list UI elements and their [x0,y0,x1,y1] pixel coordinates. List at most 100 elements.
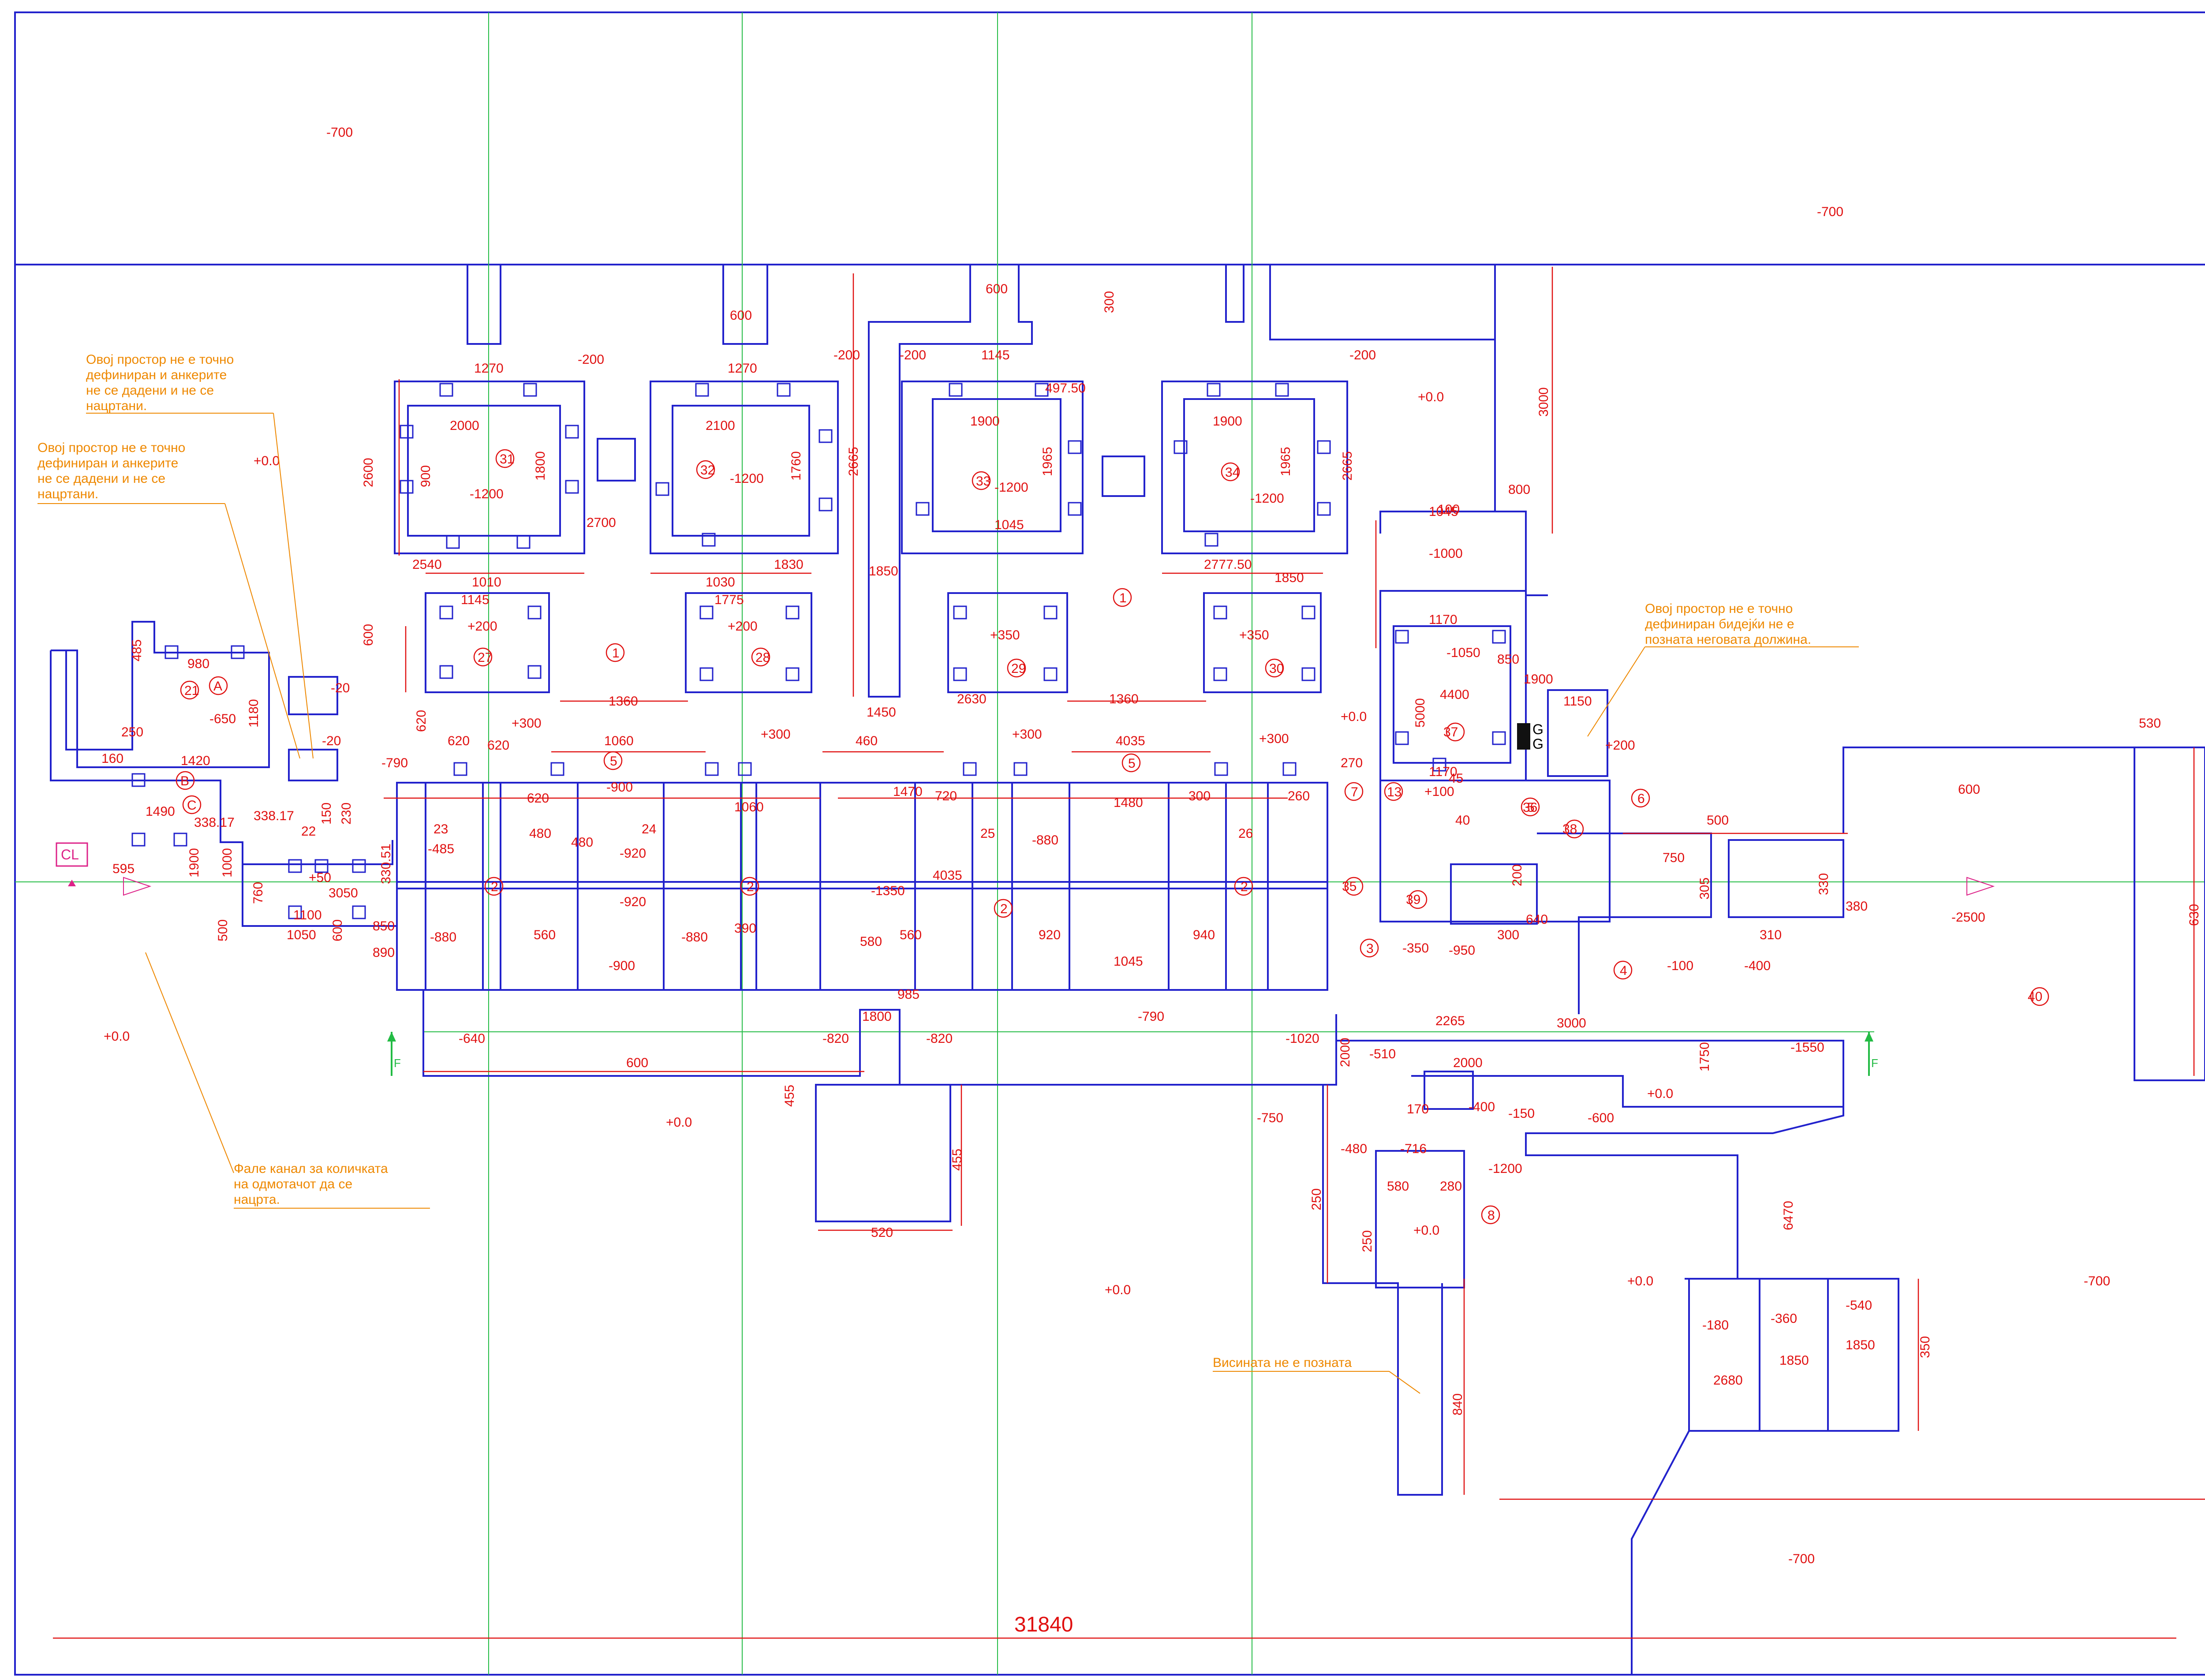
svg-text:-700: -700 [326,125,353,140]
svg-text:600: 600 [330,919,345,941]
svg-text:Овој простор не е точно: Овој простор не е точно [1645,601,1793,616]
svg-text:1490: 1490 [146,804,175,819]
svg-text:1420: 1420 [181,754,210,768]
svg-text:2665: 2665 [846,447,861,476]
foundation-label: 40 [2028,989,2042,1004]
svg-text:-700: -700 [1817,205,1843,219]
svg-text:300: 300 [1102,291,1117,313]
dimension-values: 1270 1270 600 600 300 1145 497.50 2000 2… [101,282,2201,1415]
svg-text:330.51: 330.51 [379,844,393,884]
svg-text:-820: -820 [822,1031,849,1046]
svg-text:160: 160 [101,751,123,766]
svg-text:850: 850 [373,919,395,933]
svg-text:485: 485 [130,639,144,661]
svg-text:не се дадени и не се: не се дадени и не се [86,383,214,398]
svg-text:1270: 1270 [474,361,504,376]
svg-text:-920: -920 [620,895,646,909]
svg-text:-200: -200 [1349,348,1376,362]
svg-text:2000: 2000 [1338,1038,1353,1067]
svg-text:270: 270 [1341,756,1363,770]
svg-text:на одмотачот да се: на одмотачот да се [234,1177,352,1191]
svg-text:560: 560 [900,928,922,942]
svg-text:720: 720 [935,789,957,803]
svg-text:+0.0: +0.0 [666,1115,692,1130]
svg-text:1000: 1000 [220,848,235,877]
foundation-label: 37 [1443,725,1458,739]
svg-text:позната неговата должина.: позната неговата должина. [1645,632,1811,647]
svg-text:3: 3 [1366,941,1374,956]
svg-text:8: 8 [1487,1208,1495,1223]
foundation-label: 28 [755,650,770,665]
elevation-labels: -700 -700 -700 -700 -200 -200 -200 -200 … [104,125,2110,1566]
svg-text:+300: +300 [1012,727,1042,742]
svg-text:-200: -200 [900,348,926,362]
foundation-label: 27 [478,650,492,665]
svg-text:500: 500 [1707,813,1729,828]
svg-text:620: 620 [527,791,549,806]
svg-text:620: 620 [414,710,429,732]
foundation-label: 32 [700,463,715,478]
svg-text:170: 170 [1407,1102,1429,1116]
svg-text:+0.0: +0.0 [1647,1086,1673,1101]
svg-text:+0.0: +0.0 [1418,390,1444,404]
foundation-label: 35 [1342,879,1357,894]
svg-text:4400: 4400 [1440,687,1469,702]
svg-text:1850: 1850 [869,564,898,579]
overall-width-dimension: 31840 [1014,1613,1073,1636]
svg-text:200: 200 [1510,864,1525,886]
svg-text:1100: 1100 [293,908,322,922]
svg-text:300: 300 [1188,789,1211,803]
svg-text:-920: -920 [620,846,646,861]
svg-text:нацрта.: нацрта. [234,1192,280,1207]
svg-text:+200: +200 [728,619,758,634]
svg-text:+0.0: +0.0 [1105,1283,1131,1297]
svg-text:C: C [187,798,197,813]
foundation-label: 22 [301,824,316,839]
svg-text:-20: -20 [322,734,341,748]
dimension-lines [53,267,2205,1639]
svg-text:3000: 3000 [1536,387,1551,417]
foundation-numbers: 31 32 33 34 27 28 29 30 21 22 23 24 25 2… [184,452,2042,1004]
svg-text:A: A [213,679,222,694]
svg-text:-1200: -1200 [1250,491,1284,506]
svg-text:+0.0: +0.0 [1341,709,1367,724]
svg-text:1010: 1010 [472,575,501,590]
svg-text:1170: 1170 [1429,765,1458,779]
svg-text:600: 600 [361,624,376,646]
svg-text:2665: 2665 [1340,451,1355,481]
svg-text:1965: 1965 [1278,447,1293,476]
svg-text:-480: -480 [1341,1142,1367,1156]
svg-text:1900: 1900 [1524,672,1553,687]
svg-text:-1050: -1050 [1446,646,1480,660]
svg-text:4035: 4035 [1116,734,1145,748]
svg-text:630: 630 [2187,904,2201,926]
svg-text:1180: 1180 [247,699,261,728]
svg-text:390: 390 [734,921,756,936]
foundation-label: 31 [500,452,514,467]
svg-text:+300: +300 [1259,732,1289,746]
svg-text:1480: 1480 [1114,795,1143,810]
svg-text:Овој простор не е точно: Овој простор не е точно [37,441,185,455]
foundation-label: 26 [1238,826,1253,841]
svg-text:230: 230 [339,803,354,825]
svg-text:1145: 1145 [461,593,490,607]
svg-text:338.17: 338.17 [254,809,294,823]
svg-text:-485: -485 [428,842,454,856]
svg-text:2: 2 [1000,902,1008,916]
svg-text:1: 1 [612,646,620,661]
svg-text:305: 305 [1697,877,1712,900]
svg-text:1360: 1360 [1109,692,1139,706]
svg-text:150: 150 [319,803,334,825]
svg-text:640: 640 [1526,912,1548,927]
svg-text:620: 620 [487,738,509,753]
note-3: Овој простор не е точно дефиниран бидејќ… [1587,601,1859,737]
svg-text:Фале канал за количката: Фале канал за количката [234,1161,388,1176]
svg-text:5: 5 [1527,800,1535,815]
svg-text:250: 250 [121,725,143,739]
svg-text:-360: -360 [1771,1311,1797,1326]
svg-text:2540: 2540 [412,557,442,572]
svg-text:1045: 1045 [1114,954,1143,969]
svg-text:дефиниран бидејќи не е: дефиниран бидејќи не е [1645,617,1794,631]
svg-text:890: 890 [373,945,395,960]
svg-text:1450: 1450 [867,705,896,720]
